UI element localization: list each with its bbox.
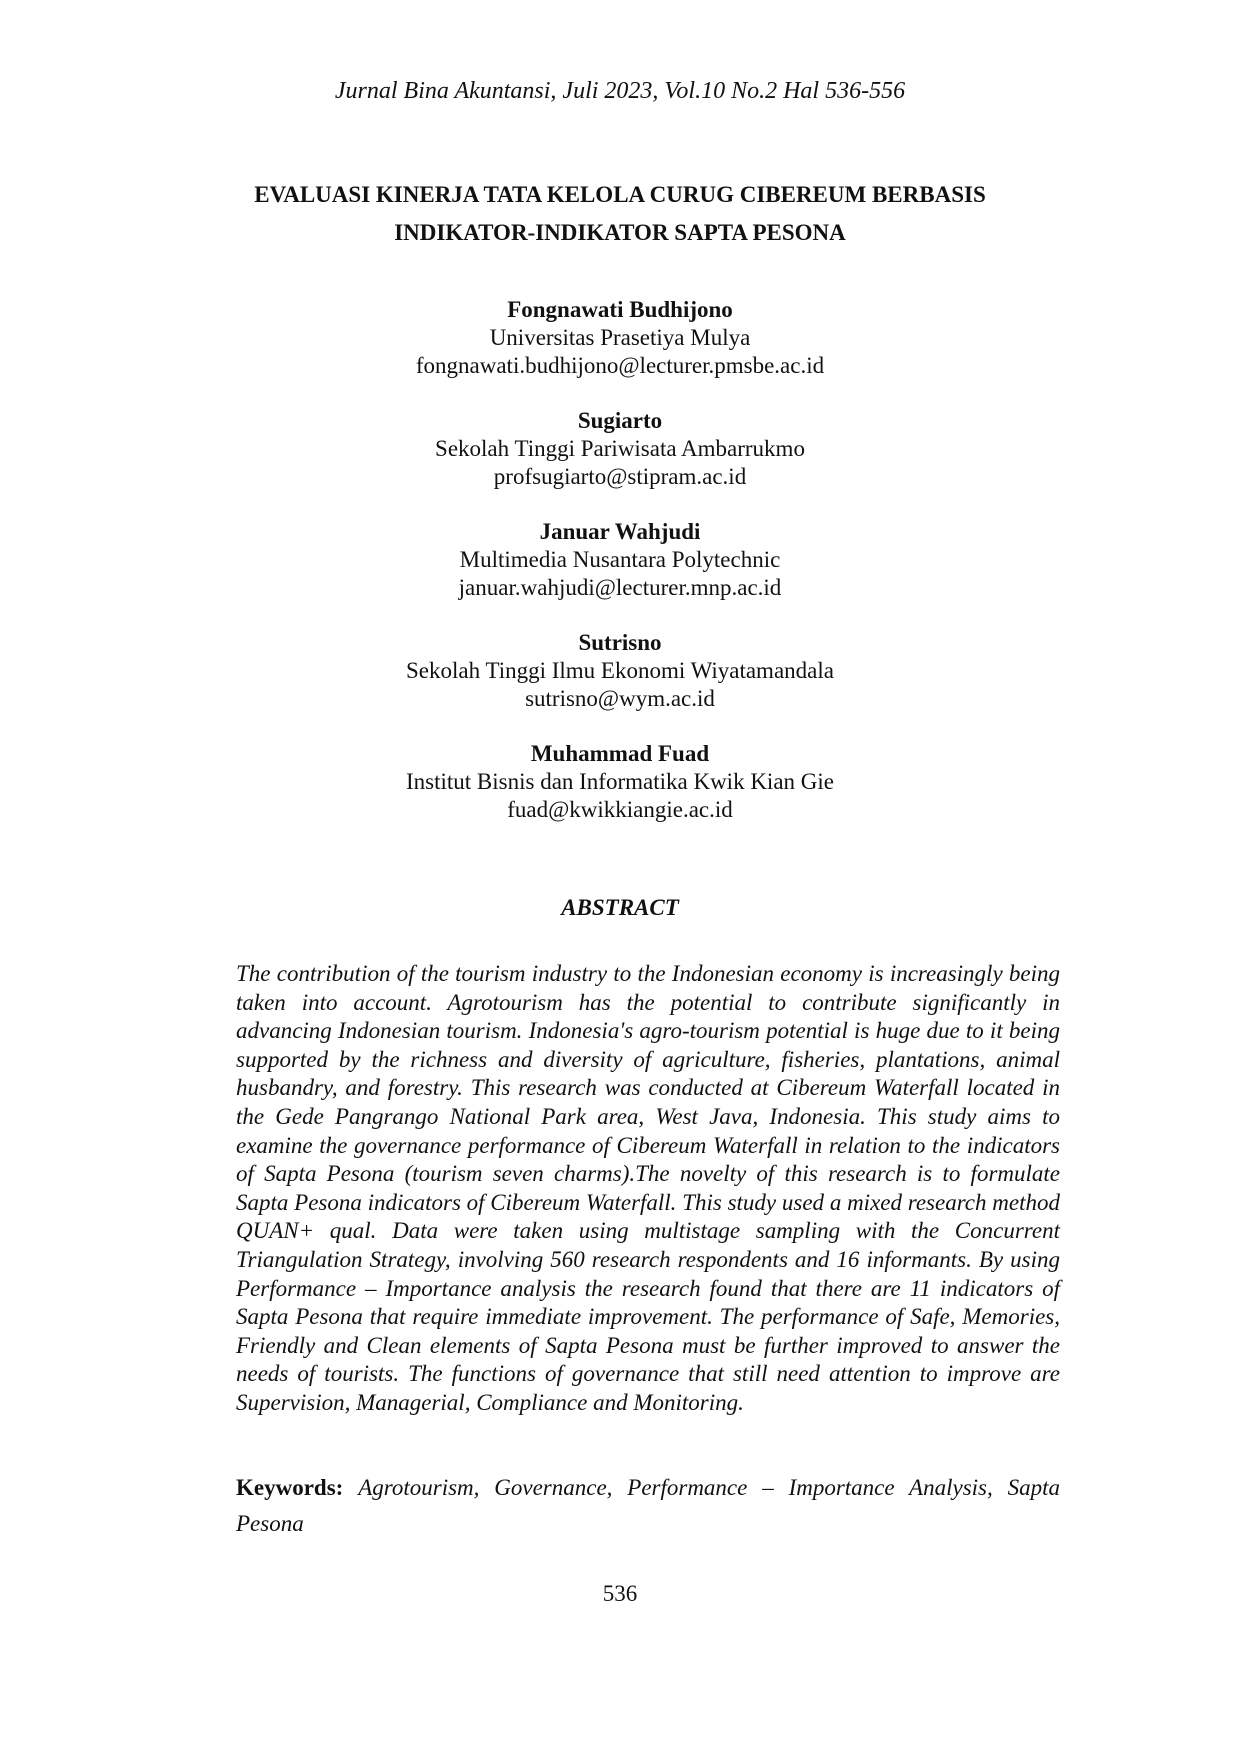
author-email: fuad@kwikkiangie.ac.id: [507, 797, 733, 822]
author-email: fongnawati.budhijono@lecturer.pmsbe.ac.i…: [415, 353, 825, 378]
abstract-body: The contribution of the tourism industry…: [236, 961, 1060, 1415]
author-name: Fongnawati Budhijono: [507, 297, 733, 322]
running-header: Jurnal Bina Akuntansi, Juli 2023, Vol.10…: [334, 78, 906, 104]
author-affiliation: Sekolah Tinggi Pariwisata Ambarrukmo: [435, 436, 805, 461]
author-name: Sugiarto: [577, 408, 663, 433]
author-affiliation: Multimedia Nusantara Polytechnic: [459, 547, 781, 572]
author-email: sutrisno@wym.ac.id: [525, 686, 715, 711]
author-block: Fongnawati Budhijono Universitas Praseti…: [120, 296, 1120, 380]
abstract-heading: ABSTRACT: [561, 895, 679, 920]
keywords-label: Keywords:: [236, 1475, 344, 1500]
keywords-text: Agrotourism, Governance, Performance – I…: [236, 1475, 1060, 1536]
author-affiliation: Universitas Prasetiya Mulya: [489, 325, 751, 350]
author-name: Januar Wahjudi: [539, 519, 701, 544]
author-block: Sugiarto Sekolah Tinggi Pariwisata Ambar…: [120, 407, 1120, 491]
author-block: Januar Wahjudi Multimedia Nusantara Poly…: [120, 518, 1120, 602]
author-affiliation: Sekolah Tinggi Ilmu Ekonomi Wiyatamandal…: [406, 658, 834, 683]
author-name: Muhammad Fuad: [530, 741, 710, 766]
keywords: Keywords: Agrotourism, Governance, Perfo…: [236, 1470, 1060, 1542]
author-block: Sutrisno Sekolah Tinggi Ilmu Ekonomi Wiy…: [120, 629, 1120, 713]
author-block: Muhammad Fuad Institut Bisnis dan Inform…: [120, 740, 1120, 824]
author-email: profsugiarto@stipram.ac.id: [493, 464, 747, 489]
author-name: Sutrisno: [578, 630, 662, 655]
author-email: januar.wahjudi@lecturer.mnp.ac.id: [458, 575, 782, 600]
paper-title: EVALUASI KINERJA TATA KELOLA CURUG CIBER…: [120, 176, 1120, 252]
author-list: Fongnawati Budhijono Universitas Praseti…: [120, 296, 1120, 851]
title-line-2: INDIKATOR-INDIKATOR SAPTA PESONA: [394, 220, 846, 245]
title-line-1: EVALUASI KINERJA TATA KELOLA CURUG CIBER…: [254, 182, 986, 207]
author-affiliation: Institut Bisnis dan Informatika Kwik Kia…: [406, 769, 834, 794]
page-number: 536: [602, 1581, 638, 1606]
